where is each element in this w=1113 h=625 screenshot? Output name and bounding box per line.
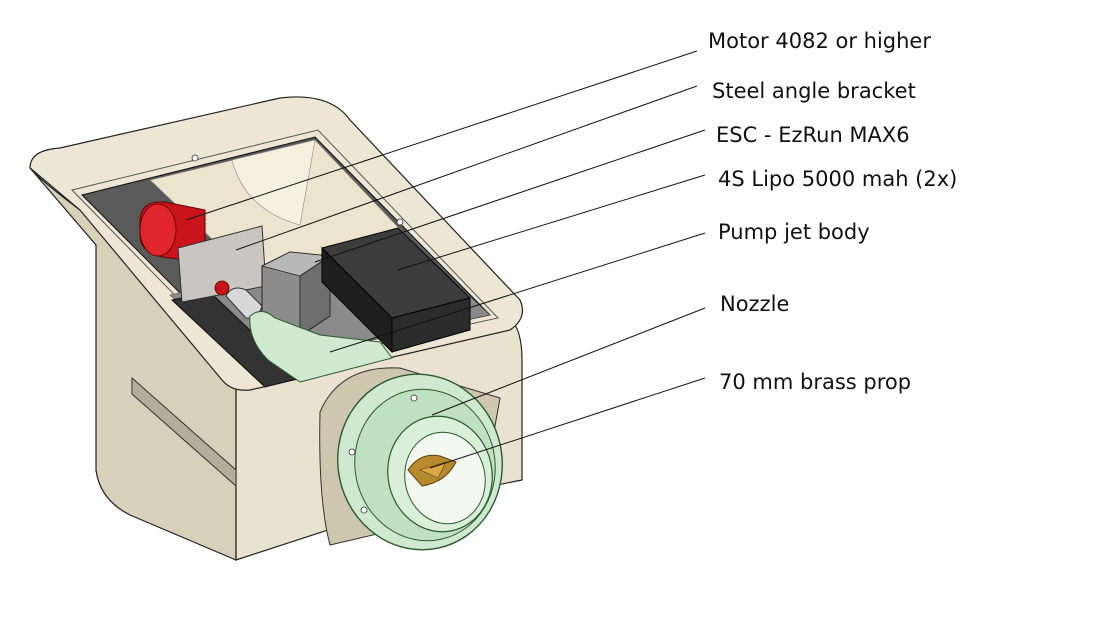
label-esc: ESC - EzRun MAX6	[716, 123, 910, 147]
label-steel-angle-bracket: Steel angle bracket	[712, 79, 916, 103]
flange-bolt	[410, 394, 418, 402]
screw-hole	[191, 154, 199, 162]
brass-prop-blade	[419, 461, 447, 479]
label-pump-jet-body: Pump jet body	[718, 220, 870, 244]
leader-line-pumpjet	[329, 232, 706, 353]
screw-hole	[396, 218, 404, 226]
leader-line-lipo	[397, 174, 706, 271]
leader-line-bracket	[235, 85, 698, 251]
lipo-battery	[321, 227, 471, 354]
bracket-red-knob	[214, 280, 230, 296]
flange-bolt	[348, 448, 356, 456]
label-motor: Motor 4082 or higher	[708, 29, 931, 53]
leader-line-nozzle	[431, 307, 706, 416]
flange-bolt	[360, 506, 368, 514]
label-brass-prop: 70 mm brass prop	[719, 370, 912, 394]
pump-jet-body	[249, 311, 393, 383]
label-lipo: 4S Lipo 5000 mah (2x)	[718, 167, 958, 191]
leader-line-prop	[429, 377, 706, 469]
leader-line-motor	[185, 50, 698, 221]
housing-side-slot	[131, 376, 237, 488]
internal-components	[139, 201, 471, 388]
nozzle-bore	[404, 431, 486, 525]
leader-line-esc	[314, 129, 706, 263]
nozzle-assembly	[319, 367, 503, 551]
housing-inner-wall-curve	[231, 139, 316, 226]
leader-lines	[185, 50, 706, 469]
label-nozzle: Nozzle	[720, 292, 790, 316]
